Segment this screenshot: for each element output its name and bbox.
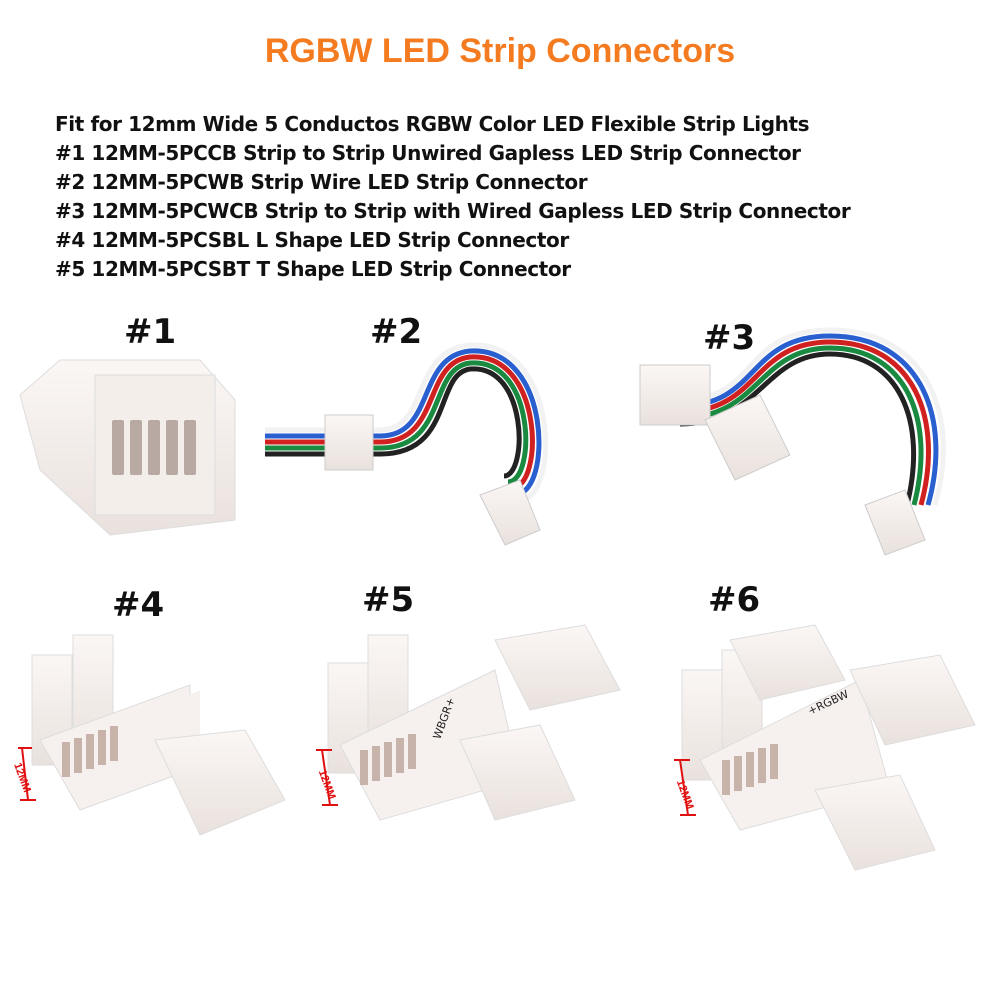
description-line: #1 12MM-5PCCB Strip to Strip Unwired Gap…	[55, 141, 801, 165]
connector-5-image: WBGR+ 12MM	[316, 624, 621, 821]
dimension-label: 12MM	[674, 778, 696, 811]
connector-4-image: 12MM	[11, 634, 286, 836]
product-label-1: #1	[124, 312, 177, 352]
description-line: #4 12MM-5PCSBL L Shape LED Strip Connect…	[55, 228, 569, 252]
connector-1-image	[19, 359, 236, 536]
product-label-4: #4	[112, 585, 165, 625]
dimension-label: 12MM	[11, 761, 33, 794]
connector-3-image	[639, 327, 946, 556]
description-line: Fit for 12mm Wide 5 Conductos RGBW Color…	[55, 112, 810, 136]
product-label-2: #2	[370, 312, 423, 352]
product-label-3: #3	[703, 318, 756, 358]
product-label-5: #5	[362, 580, 415, 620]
product-label-6: #6	[708, 580, 761, 620]
page-title: RGBW LED Strip Connectors	[264, 32, 736, 70]
description-line: #5 12MM-5PCSBT T Shape LED Strip Connect…	[55, 257, 571, 281]
connector-6-image: +RGBW 12MM	[674, 624, 976, 871]
description-line: #3 12MM-5PCWCB Strip to Strip with Wired…	[55, 199, 851, 223]
connector-2-image	[265, 342, 549, 546]
description-line: #2 12MM-5PCWB Strip Wire LED Strip Conne…	[55, 170, 588, 194]
description-list: Fit for 12mm Wide 5 Conductos RGBW Color…	[55, 110, 851, 284]
